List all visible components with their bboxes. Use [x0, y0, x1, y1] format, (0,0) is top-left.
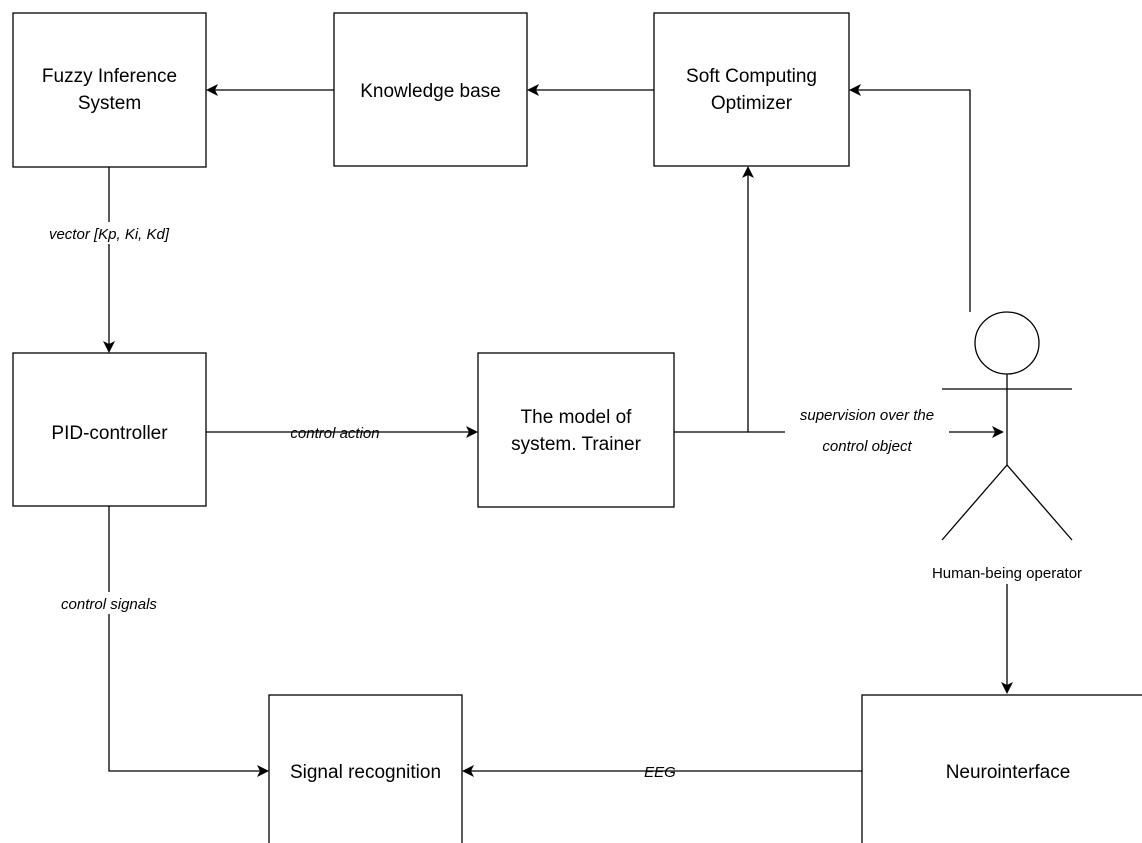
edge-kb-to-fis [206, 84, 334, 96]
svg-text:Knowledge base: Knowledge base [360, 81, 501, 102]
label-vector: vector [Kp, Ki, Kd] [30, 222, 190, 244]
operator-actor-figure[interactable] [941, 311, 1073, 541]
node-pid-controller[interactable]: PID-controller [12, 352, 207, 507]
actor-head [974, 311, 1040, 375]
svg-text:PID-controller: PID-controller [51, 423, 168, 444]
node-system-model-trainer[interactable]: The model of system. Trainer [477, 352, 675, 508]
edge-pid-to-model [206, 426, 478, 438]
node-neurointerface[interactable]: Neurointerface [861, 694, 1142, 843]
label-supervision: supervision over the control object [785, 405, 949, 455]
svg-text:control object: control object [822, 438, 912, 455]
label-control-action: control action [290, 425, 379, 442]
label-control-signals: control signals [45, 592, 173, 614]
edge-operator-to-optimizer [849, 84, 971, 312]
node-signal-recognition[interactable]: Signal recognition [268, 694, 463, 843]
edge-operator-to-neurointerface [1001, 584, 1013, 694]
svg-text:System: System [78, 93, 141, 114]
node-fuzzy-inference-system[interactable]: Fuzzy Inference System [12, 12, 207, 168]
svg-text:Optimizer: Optimizer [711, 93, 793, 114]
svg-text:EEG: EEG [644, 764, 676, 781]
svg-text:Fuzzy Inference: Fuzzy Inference [42, 66, 177, 87]
edge-fis-to-pid [103, 167, 115, 353]
svg-text:system. Trainer: system. Trainer [511, 434, 642, 455]
svg-text:Neurointerface: Neurointerface [946, 762, 1071, 783]
node-knowledge-base[interactable]: Knowledge base [333, 12, 528, 167]
svg-text:vector [Kp, Ki, Kd]: vector [Kp, Ki, Kd] [49, 226, 170, 243]
node-soft-computing-optimizer[interactable]: Soft Computing Optimizer [653, 12, 850, 167]
operator-label: Human-being operator [932, 565, 1082, 582]
edge-optimizer-to-kb [527, 84, 654, 96]
svg-text:Signal recognition: Signal recognition [290, 762, 441, 783]
edge-neurointerface-to-signal-recognition [462, 765, 862, 777]
edge-model-to-optimizer [674, 166, 754, 433]
svg-text:supervision over the: supervision over the [800, 407, 934, 424]
label-eeg: EEG [644, 764, 676, 781]
edge-pid-to-signal-recognition [108, 506, 269, 777]
svg-text:control action: control action [290, 425, 379, 442]
svg-text:The model of: The model of [521, 407, 633, 428]
svg-text:Soft Computing: Soft Computing [686, 66, 817, 87]
svg-text:control signals: control signals [61, 596, 157, 613]
